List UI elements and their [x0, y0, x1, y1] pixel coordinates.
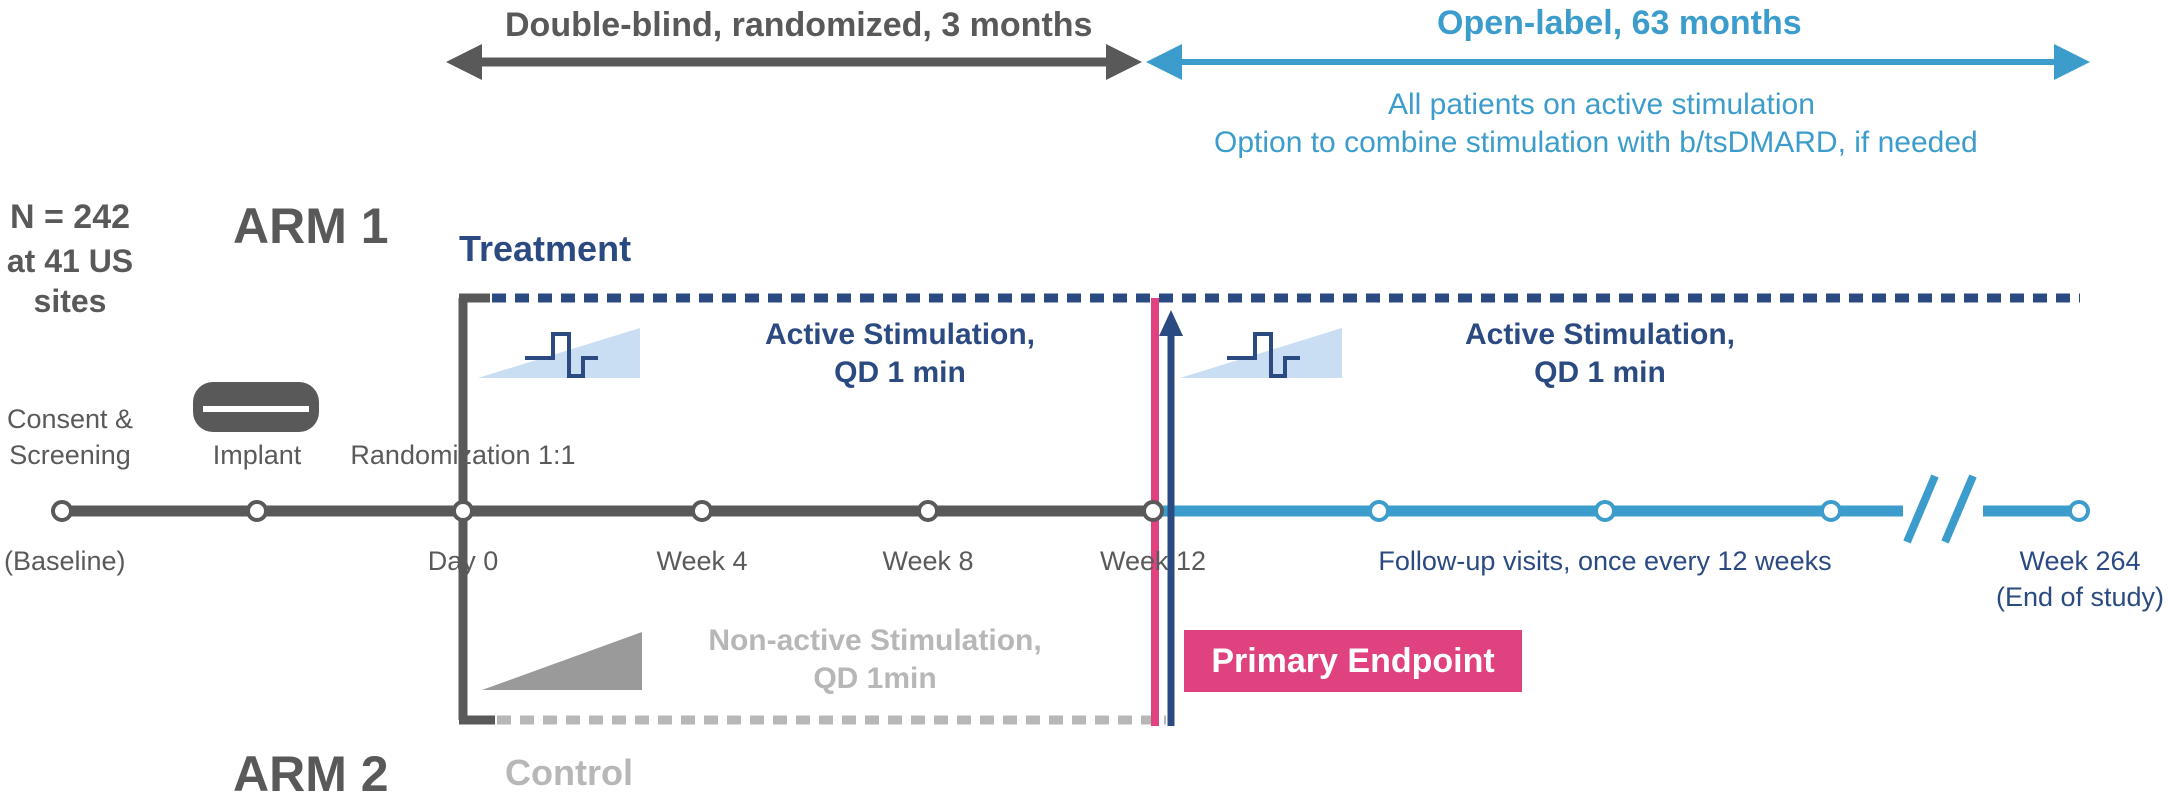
week264-label: Week 264 — [2019, 546, 2141, 576]
open-label-note-1: All patients on active stimulation — [1388, 88, 1815, 121]
baseline-label: (Baseline) — [4, 546, 126, 576]
implant-device-icon — [193, 382, 319, 432]
week4-label: Week 4 — [656, 546, 748, 576]
node-implant — [246, 500, 268, 522]
open-label-note-2: Option to combine stimulation with b/tsD… — [1214, 126, 1978, 159]
week12-label: Week 12 — [1099, 546, 1207, 576]
node-followup-1 — [1368, 500, 1390, 522]
arm2-label: ARM 2 — [233, 746, 389, 802]
non-active-stimulation-ramp-icon — [482, 632, 642, 690]
node-week4 — [691, 500, 713, 522]
arm2-group-label: Control — [505, 752, 633, 793]
timeline-break-marks — [1903, 470, 1983, 550]
node-week12 — [1142, 500, 1164, 522]
open-label-stimulation-label: Active Stimulation, — [1464, 318, 1736, 351]
open-label-label: Open-label, 63 months — [1437, 4, 1802, 42]
arrow-up-icon — [1159, 310, 1183, 336]
arm1-group-label: Treatment — [459, 228, 632, 269]
active-stimulation-label: Active Stimulation, — [764, 318, 1036, 351]
consent-label-line1: Consent & — [6, 404, 134, 434]
population-count: N = 242 — [9, 198, 131, 236]
node-week264 — [2068, 500, 2090, 522]
open-label-arrow — [1146, 44, 2090, 80]
end-of-study-label: (End of study) — [1995, 582, 2165, 612]
active-stimulation-dose: QD 1 min — [834, 356, 966, 389]
node-followup-3 — [1820, 500, 1842, 522]
population-sites-line2: sites — [33, 283, 107, 319]
stimulation-waveform-icon-open-label — [1180, 328, 1342, 378]
non-active-stimulation-dose: QD 1min — [813, 662, 937, 695]
follow-up-label: Follow-up visits, once every 12 weeks — [1378, 546, 1832, 576]
open-label-stimulation-dose: QD 1 min — [1534, 356, 1666, 389]
node-week8 — [917, 500, 939, 522]
randomization-label: Randomization 1:1 — [350, 440, 576, 470]
control-arm-bracket — [458, 514, 1166, 725]
arm1-label: ARM 1 — [233, 198, 389, 254]
non-active-stimulation-label: Non-active Stimulation, — [708, 624, 1042, 657]
population-sites-line1: at 41 US — [6, 243, 134, 279]
double-blind-arrow — [446, 44, 1142, 80]
double-blind-label: Double-blind, randomized, 3 months — [505, 6, 1093, 44]
implant-label: Implant — [212, 440, 302, 470]
treatment-arm-bracket — [458, 293, 2080, 506]
primary-endpoint-badge: Primary Endpoint — [1184, 630, 1522, 692]
stimulation-waveform-icon — [478, 328, 640, 378]
timeline-nodes — [51, 500, 2090, 522]
consent-label-line2: Screening — [9, 440, 131, 470]
node-day0 — [452, 500, 474, 522]
node-baseline — [51, 500, 73, 522]
day0-label: Day 0 — [427, 546, 499, 576]
week8-label: Week 8 — [882, 546, 974, 576]
node-followup-2 — [1594, 500, 1616, 522]
